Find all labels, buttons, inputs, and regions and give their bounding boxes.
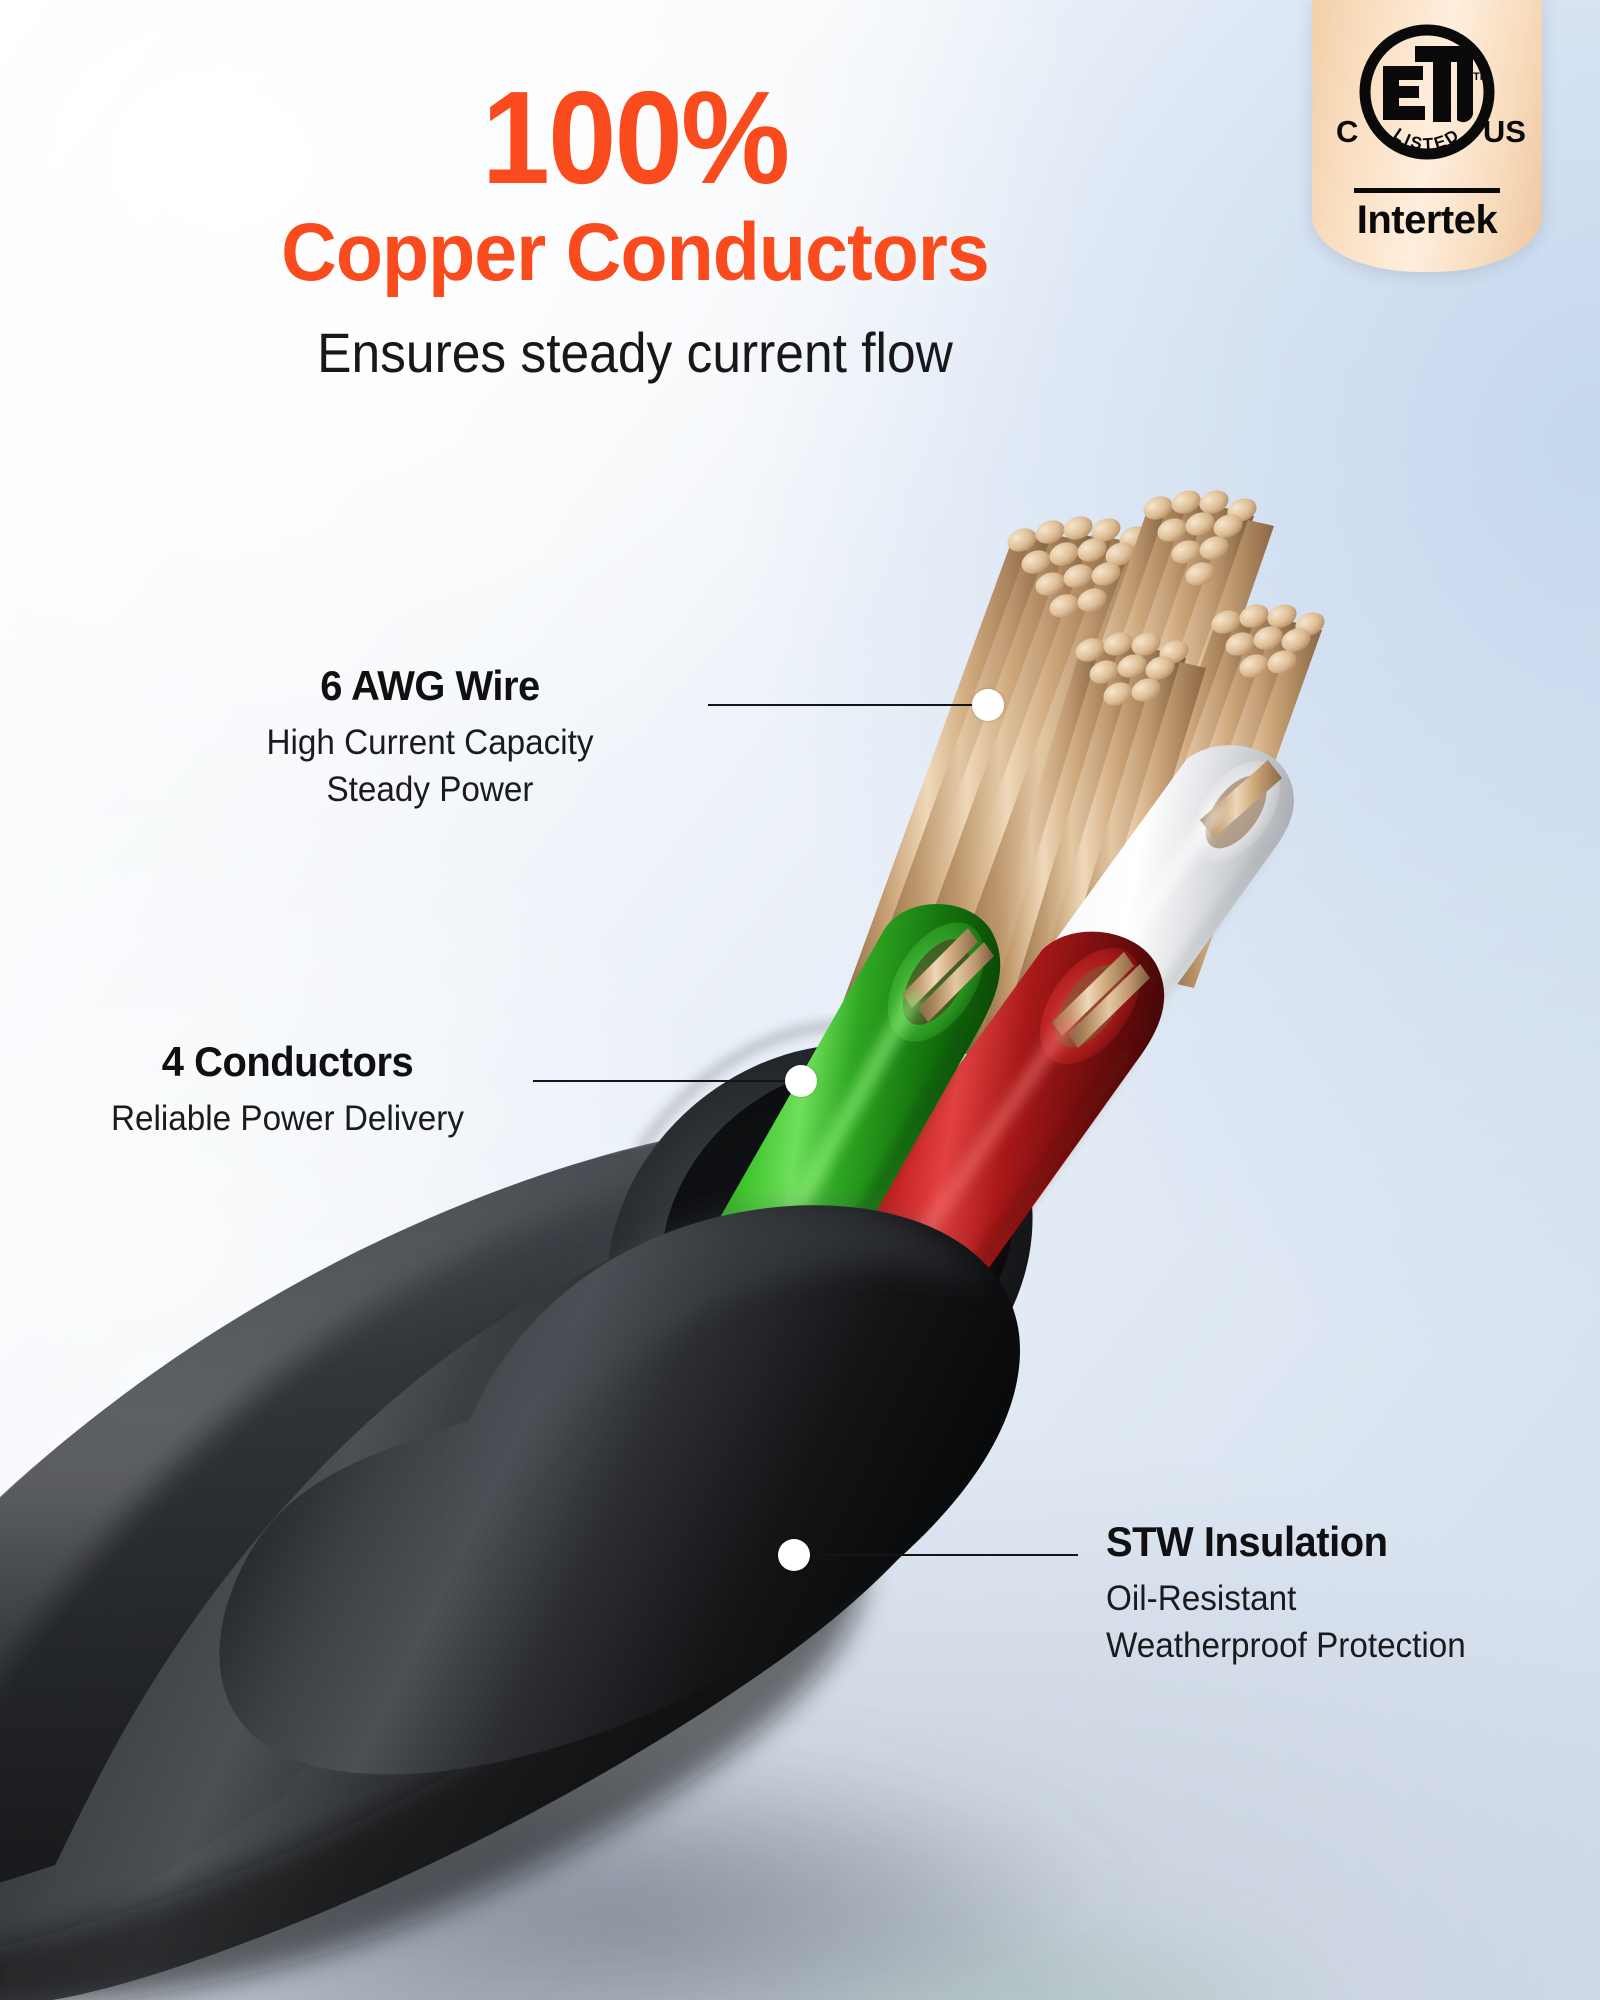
etl-company-name: Intertek: [1356, 198, 1498, 242]
callout-4-conductors: 4 Conductors Reliable Power Delivery: [40, 1038, 535, 1142]
etl-mark-row: C US: [1312, 12, 1542, 192]
strand-tips-bundle-c: [1211, 604, 1325, 678]
etl-circle-logo: TM LISTED: [1347, 16, 1507, 176]
callout-body-line1: Reliable Power Delivery: [111, 1099, 464, 1139]
etl-tm-text: TM: [1473, 71, 1489, 83]
callout-body-line1: Oil-Resistant: [1106, 1579, 1297, 1619]
leader-dot: [778, 1539, 810, 1571]
headline-percent: 100%: [481, 64, 790, 211]
cable-front-lip: [219, 1205, 1021, 1775]
leader-line: [806, 1554, 1078, 1556]
headline-title: Copper Conductors: [281, 207, 990, 298]
callout-stw-insulation: STW Insulation Oil-Resistant Weatherproo…: [1106, 1518, 1576, 1669]
strand-tips-bundle-d: [1075, 632, 1189, 706]
callout-body-line2: Weatherproof Protection: [1106, 1625, 1466, 1665]
callout-title: 4 Conductors: [161, 1038, 414, 1085]
callout-6awg-wire: 6 AWG Wire High Current Capacity Steady …: [150, 662, 710, 813]
headline-block: 100% Copper Conductors Ensures steady cu…: [0, 72, 1270, 384]
strand-tips-bundle-b: [1143, 490, 1257, 586]
callout-body-line2: Steady Power: [326, 769, 534, 809]
leader-line: [708, 704, 986, 706]
callout-title: 6 AWG Wire: [320, 662, 540, 709]
etl-divider: [1354, 188, 1500, 193]
callout-title: STW Insulation: [1106, 1518, 1388, 1565]
etl-listed-icon: TM LISTED: [1359, 24, 1495, 160]
leader-line: [533, 1080, 801, 1082]
etl-intertek-badge: C US: [1312, 0, 1542, 272]
etl-us-mark: US: [1482, 114, 1526, 149]
etl-c-mark: C: [1336, 114, 1359, 149]
headline-tagline: Ensures steady current flow: [317, 321, 953, 385]
callout-body-line1: High Current Capacity: [266, 723, 594, 763]
strand-tips-bundle-a: [1007, 516, 1149, 618]
leader-dot: [785, 1065, 817, 1097]
leader-dot: [972, 689, 1004, 721]
